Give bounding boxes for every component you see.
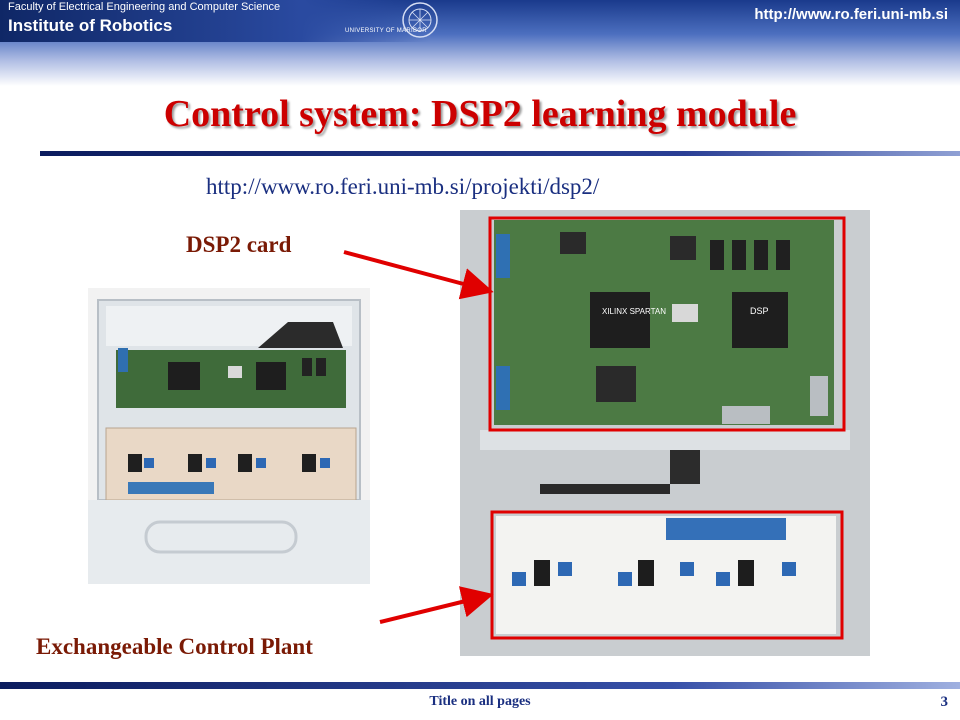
xilinx-chip-label: XILINX SPARTAN [602, 307, 666, 316]
faculty-name: Faculty of Electrical Engineering and Co… [8, 1, 281, 13]
module-photo-left [88, 288, 370, 584]
project-url-link[interactable]: http://www.ro.feri.uni-mb.si/projekti/ds… [206, 174, 600, 199]
control-plant-label: Exchangeable Control Plant [36, 634, 313, 659]
dsp2-card-label: DSP2 card [186, 232, 292, 257]
footer-text: Title on all pages [429, 694, 531, 709]
university-seal-icon [402, 2, 438, 38]
site-url-link[interactable]: http://www.ro.feri.uni-mb.si [754, 6, 948, 23]
page-number: 3 [940, 694, 949, 710]
slide-title: Control system: DSP2 learning module [163, 93, 797, 135]
institute-name: Institute of Robotics [8, 16, 173, 35]
university-name: UNIVERSITY OF MARIBOR [345, 28, 427, 34]
banner-title-area: Faculty of Electrical Engineering and Co… [0, 0, 430, 42]
dsp-chip-label: DSP [750, 306, 769, 316]
header-banner: Faculty of Electrical Engineering and Co… [0, 0, 960, 86]
footer-divider [0, 682, 960, 689]
title-divider [40, 151, 960, 156]
module-photo-right: XILINX SPARTAN DSP [460, 210, 870, 656]
